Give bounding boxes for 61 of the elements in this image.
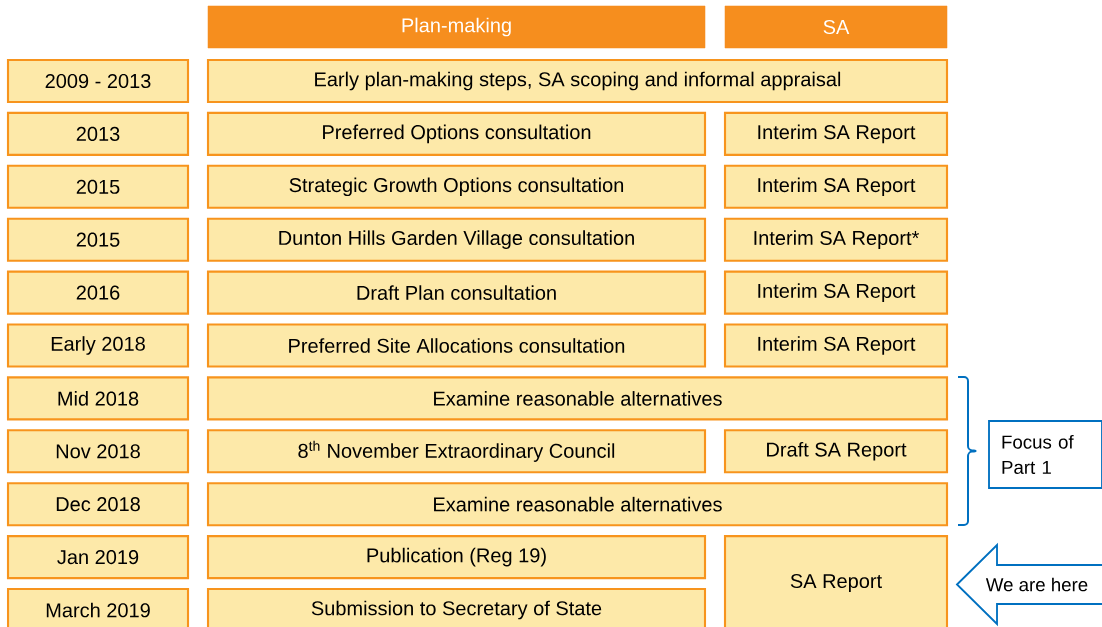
column-header: Plan-making	[207, 5, 706, 49]
date-box: Jan 2019	[6, 535, 190, 580]
node-text: Draft SA Report	[767, 441, 907, 461]
node-text: Preferred Site Allocations consultation	[289, 338, 625, 353]
stage-box: Draft Plan consultation	[206, 270, 707, 315]
node-text: Strategic Growth Options consultation	[289, 177, 624, 197]
stage-box: Interim SA Report	[723, 164, 949, 209]
node-text: Mid 2018	[58, 391, 139, 406]
node-text: Dec 2018	[56, 497, 140, 512]
node-text: Interim SA Report	[758, 336, 916, 355]
stage-box: SA Report	[723, 535, 949, 627]
node-text: Publication (Reg 19)	[367, 547, 546, 567]
node-text: 8$^{th}$ November Extraordinary Council	[298, 440, 615, 462]
node-text: 2016	[76, 285, 120, 300]
date-box: Dec 2018	[6, 482, 190, 527]
node-text: Interim SA Report	[758, 177, 916, 197]
node-text: 2015	[76, 232, 120, 247]
date-box: 2015	[6, 217, 190, 262]
node-text: Early 2018	[51, 336, 145, 355]
stage-box: Submission to Secretary of State	[206, 587, 707, 627]
node-text: SA Report	[790, 573, 882, 593]
stage-box: Draft SA Report	[723, 429, 949, 474]
node-text: Submission to Secretary of State	[311, 600, 602, 620]
stage-box: Interim SA Report	[723, 111, 949, 156]
callout-box: Focus of Part 1	[988, 420, 1102, 489]
node-text: 2015	[76, 179, 120, 194]
stage-box: Publication (Reg 19)	[206, 535, 707, 580]
stage-box: Preferred Options consultation	[206, 111, 707, 156]
stage-box: Strategic Growth Options consultation	[206, 164, 707, 209]
node-text: Preferred Options consultation	[323, 124, 591, 144]
date-box: 2015	[6, 164, 190, 209]
node-text: March 2019	[46, 602, 150, 618]
node-text: Examine reasonable alternatives	[434, 391, 722, 406]
stage-box: Examine reasonable alternatives	[206, 376, 949, 421]
node-text: Examine reasonable alternatives	[434, 496, 722, 512]
date-box: 2009 - 2013	[6, 58, 190, 104]
node-text: 2013	[76, 126, 120, 141]
date-box: 2013	[6, 111, 190, 156]
stage-box: Preferred Site Allocations consultation	[206, 323, 707, 368]
node-text: 2009 - 2013	[45, 73, 151, 89]
stage-box: Examine reasonable alternatives	[206, 482, 949, 527]
node-text: Nov 2018	[56, 444, 140, 459]
node-text: Jan 2019	[57, 550, 139, 565]
date-box: Nov 2018	[6, 429, 190, 474]
column-header: SA	[724, 5, 948, 49]
stage-box: Interim SA Report	[723, 270, 949, 315]
date-box: 2016	[6, 270, 190, 315]
stage-box: Interim SA Report	[723, 323, 949, 368]
node-text: Interim SA Report	[758, 124, 916, 144]
stage-box: Dunton Hills Garden Village consultation	[206, 217, 707, 262]
node-text: Interim SA Report*	[754, 230, 920, 250]
date-box: Mid 2018	[6, 376, 190, 421]
node-text: Interim SA Report	[758, 283, 916, 302]
stage-box: Interim SA Report*	[723, 217, 949, 262]
stage-box: 8$^{th}$ November Extraordinary Council	[206, 429, 707, 474]
date-box: Early 2018	[6, 323, 190, 368]
stage-box: Early plan-making steps, SA scoping and informal appraisal	[206, 58, 949, 104]
date-box: March 2019	[6, 587, 190, 627]
node-text: Draft Plan consultation	[357, 285, 556, 300]
node-text: Dunton Hills Garden Village consultation	[279, 230, 634, 250]
node-text: Early plan-making steps, SA scoping and informal appraisal	[315, 71, 841, 91]
